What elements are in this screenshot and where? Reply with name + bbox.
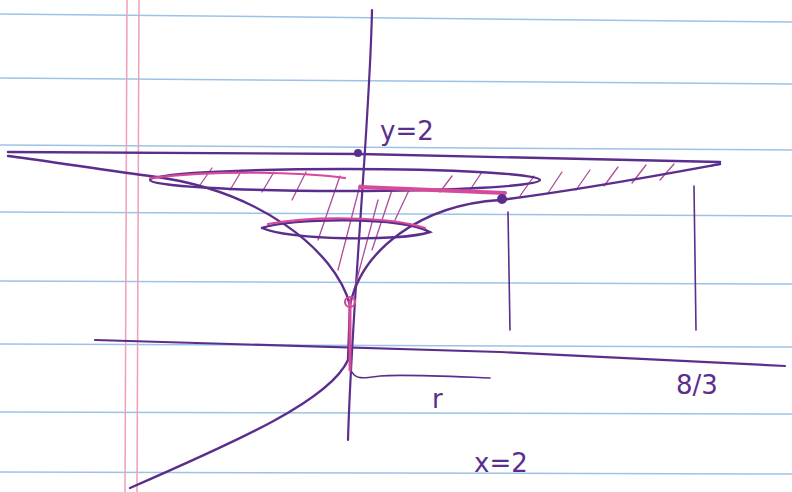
ruled-paper: [0, 14, 792, 474]
math-label: r: [432, 386, 443, 412]
hatching: [200, 164, 674, 290]
points: [354, 149, 507, 204]
math-label: x=2: [474, 450, 528, 476]
math-label: y=2: [380, 118, 434, 144]
math-label: 8/3: [676, 372, 718, 398]
margin-lines: [125, 0, 139, 492]
solid-outline: [8, 152, 720, 488]
axes: [95, 10, 785, 440]
radius-highlight: [150, 173, 505, 370]
